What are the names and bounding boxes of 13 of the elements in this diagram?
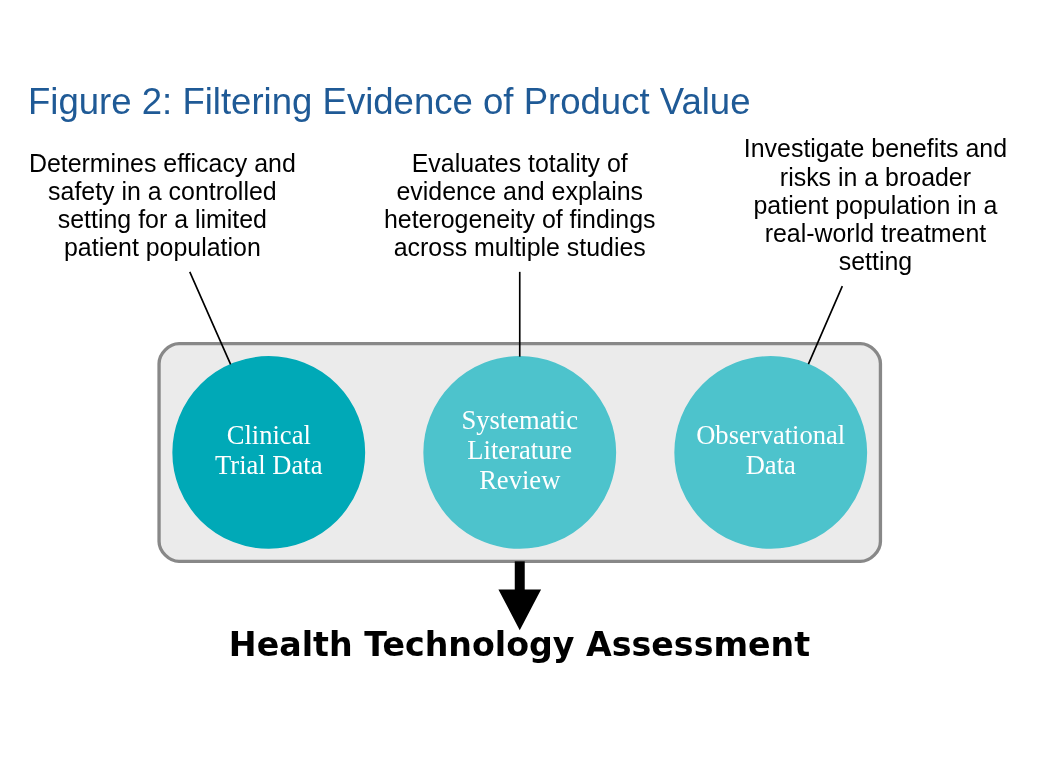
node-text: Investigate benefits and risks in a broader patient population in a real-world treatment setting (743, 134, 1008, 276)
node-circle: Observational Data (674, 356, 868, 549)
connector (807, 285, 844, 365)
node-text: Determines efficacy and safety in a controlled setting for a limited patient population (28, 148, 296, 262)
node-text: Evaluates totality of evidence and explains heterogeneity of findings across multiple studies (383, 148, 656, 262)
diagram-title: Figure 2: Filtering Evidence of Product Value (28, 80, 751, 122)
arrow (498, 561, 542, 631)
node-circle: Clinical Trial Data (172, 356, 366, 549)
cluster (157, 341, 883, 563)
connector (188, 271, 232, 366)
connector (518, 271, 521, 358)
node-circle: Systematic Literature Review (423, 356, 617, 549)
node-text: Health Technology Assessment (228, 625, 811, 665)
